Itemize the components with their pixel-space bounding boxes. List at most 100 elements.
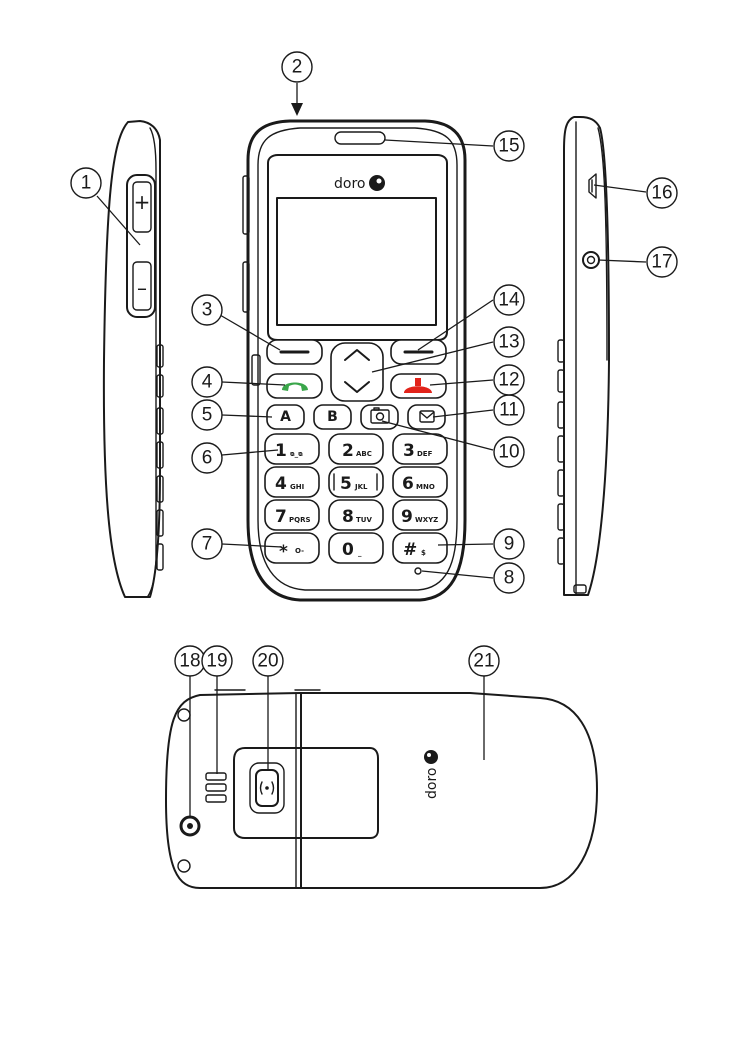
svg-text:1: 1	[81, 173, 92, 194]
svg-text:O-: O-	[295, 547, 304, 555]
callout-5: 5	[192, 400, 222, 430]
svg-text:$: $	[421, 549, 426, 557]
volume-down-icon: –	[137, 276, 147, 300]
key-b[interactable]: B	[314, 405, 351, 429]
callout-14: 14	[494, 285, 524, 315]
lanyard-hole	[181, 817, 199, 835]
svg-text:#: #	[403, 540, 417, 560]
svg-text:20: 20	[257, 651, 278, 672]
message-key[interactable]	[408, 405, 445, 429]
svg-text:4: 4	[202, 372, 213, 393]
svg-text:12: 12	[498, 370, 519, 391]
back-view: doro	[166, 690, 597, 888]
callout-18: 18	[175, 646, 205, 676]
callout-6: 6	[192, 443, 222, 473]
end-call-key[interactable]	[391, 374, 446, 398]
svg-text:ᴓ_ᴓ: ᴓ_ᴓ	[290, 450, 303, 458]
svg-text:17: 17	[651, 252, 672, 273]
callout-19: 19	[202, 646, 232, 676]
svg-text:11: 11	[499, 400, 519, 421]
display-screen	[277, 198, 436, 325]
svg-text:7: 7	[275, 507, 287, 527]
camera-module	[234, 748, 378, 838]
callout-3: 3	[192, 295, 222, 325]
callout-2: 2	[282, 52, 312, 82]
microphone	[415, 568, 421, 574]
front-logo: doro	[334, 175, 385, 192]
usb-port-icon	[589, 174, 596, 198]
volume-rocker[interactable]: + –	[127, 175, 155, 317]
svg-text:21: 21	[473, 651, 494, 672]
callout-8: 8	[494, 563, 524, 593]
earpiece	[335, 132, 385, 144]
svg-text:8: 8	[342, 507, 354, 527]
left-side-view: + –	[104, 121, 163, 597]
svg-text:B: B	[327, 409, 338, 425]
svg-text:0: 0	[342, 540, 354, 560]
camera-key[interactable]	[361, 405, 398, 429]
svg-text:JKL: JKL	[354, 483, 368, 491]
svg-text:A: A	[280, 409, 291, 425]
svg-text:doro: doro	[334, 176, 365, 192]
svg-text:TUV: TUV	[356, 516, 372, 524]
callout-12: 12	[494, 365, 524, 395]
svg-text:9: 9	[504, 534, 515, 555]
svg-text:3: 3	[202, 300, 213, 321]
callout-10: 10	[494, 437, 524, 467]
svg-text:doro: doro	[424, 768, 440, 799]
callout-7: 7	[192, 529, 222, 559]
svg-text:MNO: MNO	[416, 483, 435, 491]
svg-text:7: 7	[202, 534, 213, 555]
svg-text:PQRS: PQRS	[289, 516, 311, 524]
svg-text:19: 19	[206, 651, 227, 672]
call-key[interactable]	[267, 374, 322, 398]
emergency-button-icon[interactable]	[256, 770, 278, 806]
keypad-key-star[interactable]: * O-	[265, 533, 319, 563]
volume-up-icon: +	[134, 190, 151, 214]
keypad-key-hash[interactable]: #$	[393, 533, 447, 563]
callout-9: 9	[494, 529, 524, 559]
callout-13: 13	[494, 327, 524, 357]
callout-20: 20	[253, 646, 283, 676]
navigation-key[interactable]	[331, 343, 383, 401]
svg-text:4: 4	[275, 474, 287, 494]
key-a[interactable]: A	[267, 405, 304, 429]
callout-16: 16	[647, 178, 677, 208]
svg-text:2: 2	[342, 441, 354, 461]
svg-text:10: 10	[498, 442, 519, 463]
speaker-grille-icon	[206, 773, 226, 802]
svg-text:DEF: DEF	[417, 450, 433, 458]
callout-4: 4	[192, 367, 222, 397]
svg-text:8: 8	[504, 568, 515, 589]
keypad-key-0[interactable]: 0_	[329, 533, 383, 563]
svg-text:1: 1	[275, 441, 287, 461]
svg-text:*: *	[279, 542, 288, 562]
right-side-bumps	[558, 340, 586, 593]
front-view: doro A B	[243, 121, 465, 600]
callout-11: 11	[494, 395, 524, 425]
svg-text:WXYZ: WXYZ	[415, 516, 438, 524]
svg-text:16: 16	[651, 183, 672, 204]
svg-text:GHI: GHI	[290, 483, 304, 491]
callout-17: 17	[647, 247, 677, 277]
svg-text:13: 13	[498, 332, 519, 353]
svg-text:3: 3	[403, 441, 415, 461]
svg-text:14: 14	[498, 290, 520, 311]
svg-text:6: 6	[202, 448, 213, 469]
svg-text:6: 6	[402, 474, 414, 494]
svg-text:5: 5	[340, 474, 352, 494]
svg-text:9: 9	[401, 507, 413, 527]
svg-text:_: _	[358, 549, 362, 557]
svg-text:5: 5	[202, 405, 213, 426]
